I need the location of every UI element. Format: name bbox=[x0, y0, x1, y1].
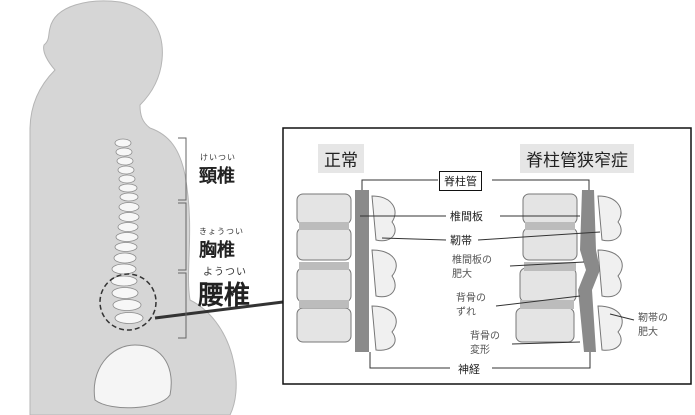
leader-lines bbox=[360, 179, 635, 369]
disc-hypertrophy-label-2: 肥大 bbox=[452, 269, 472, 280]
vertebra-deform-label-1: 背骨の bbox=[470, 331, 500, 342]
lumbar-ruby: ようつい bbox=[203, 267, 247, 278]
vertebra-deform-label-2: 変形 bbox=[470, 345, 490, 356]
cervical-ruby: けいつい bbox=[200, 153, 236, 162]
zoom-connector-line bbox=[154, 300, 284, 320]
cervical-label: 頸椎 bbox=[199, 166, 235, 187]
stenosis-spine bbox=[515, 190, 623, 352]
lumbar-label: 腰椎 bbox=[198, 281, 251, 311]
lumbar-bracket bbox=[178, 272, 187, 339]
vertebra-shift-label-2: ずれ bbox=[456, 307, 476, 318]
thoracic-ruby: きょうつい bbox=[199, 227, 244, 236]
pelvis bbox=[93, 344, 172, 409]
lumbar-highlight-circle bbox=[99, 273, 157, 331]
ligament-hypertrophy-label-2: 肥大 bbox=[638, 327, 658, 338]
spinal-canal-label: 脊柱管 bbox=[439, 171, 482, 191]
ligament-hypertrophy-label-1: 靭帯の bbox=[638, 313, 668, 324]
thoracic-bracket bbox=[178, 202, 187, 271]
normal-spine bbox=[296, 190, 397, 352]
nerve-label: 神経 bbox=[458, 363, 480, 376]
normal-title: 正常 bbox=[318, 144, 364, 173]
spine-column bbox=[110, 138, 144, 324]
vertebra-shift-label-1: 背骨の bbox=[456, 293, 486, 304]
stenosis-title: 脊柱管狭窄症 bbox=[520, 144, 634, 173]
thoracic-label: 胸椎 bbox=[199, 240, 235, 261]
disc-hypertrophy-label-1: 椎間板の bbox=[452, 255, 492, 266]
ligament-label: 靭帯 bbox=[450, 234, 472, 247]
disc-label: 椎間板 bbox=[450, 210, 483, 223]
cervical-bracket bbox=[178, 137, 187, 201]
